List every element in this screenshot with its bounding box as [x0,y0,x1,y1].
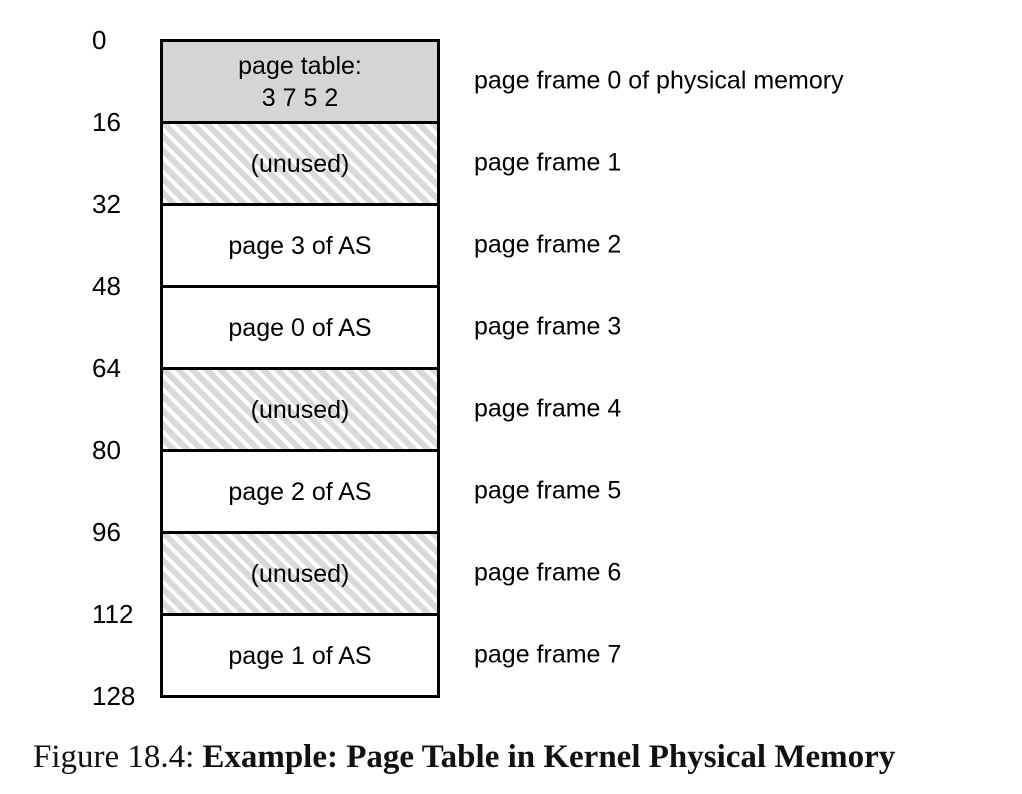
frame-5-text: page 2 of AS [228,477,372,506]
memory-frame-2: page 3 of AS [163,206,437,288]
memory-frame-0: page table: 3 7 5 2 [163,42,437,124]
memory-frame-1: (unused) [163,124,437,206]
frame-2-text: page 3 of AS [228,231,372,260]
memory-frame-3: page 0 of AS [163,288,437,370]
address-label-0: 0 [92,25,107,55]
frame-7-text: page 1 of AS [228,641,372,670]
address-label-32: 32 [92,189,121,219]
address-label-16: 16 [92,107,121,137]
address-label-112: 112 [92,599,134,629]
frame-1-text: (unused) [250,149,350,178]
address-label-96: 96 [92,517,121,547]
address-label-80: 80 [92,435,121,465]
address-label-128: 128 [92,681,136,711]
frame-label-1: page frame 1 [474,148,622,177]
frame-0-line-2: 3 7 5 2 [261,83,339,112]
frame-label-5: page frame 5 [474,476,622,505]
frame-0-line-1: page table: [238,51,362,80]
frame-label-2: page frame 2 [474,230,622,259]
address-label-48: 48 [92,271,121,301]
frame-label-0: page frame 0 of physical memory [474,66,844,95]
frame-label-6: page frame 6 [474,558,622,587]
caption-title: Example: Page Table in Kernel Physical M… [202,739,896,775]
caption-prefix: Figure 18.4: [33,739,195,775]
frame-label-4: page frame 4 [474,394,622,423]
frame-label-7: page frame 7 [474,640,622,669]
frame-6-text: (unused) [250,559,350,588]
memory-frame-4: (unused) [163,370,437,452]
figure-caption: Figure 18.4:Example: Page Table in Kerne… [33,739,895,777]
frame-3-text: page 0 of AS [228,313,372,342]
frame-label-3: page frame 3 [474,312,622,341]
memory-frame-6: (unused) [163,534,437,616]
address-label-64: 64 [92,353,121,383]
physical-memory-box: page table: 3 7 5 2 (unused) page 3 of A… [160,39,440,698]
memory-frame-7: page 1 of AS [163,616,437,695]
memory-frame-5: page 2 of AS [163,452,437,534]
frame-4-text: (unused) [250,395,350,424]
